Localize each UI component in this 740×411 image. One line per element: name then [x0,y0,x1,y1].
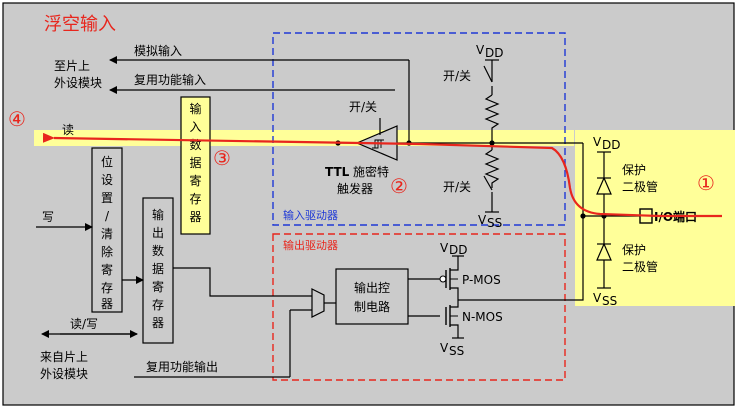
protection-label-bottom-1: 保护 [622,243,646,257]
alt-func-input-line: 复用功能输入 [109,72,395,94]
svg-text:V: V [593,291,602,305]
to-onchip-label-2: 外设模块 [54,76,102,90]
marker-2: ② [390,174,408,198]
to-onchip-label-1: 至片上 [54,59,90,73]
input-driver-box [272,32,566,226]
svg-text:寄: 寄 [101,262,113,277]
svg-text:寄: 寄 [189,173,201,188]
svg-text:DD: DD [602,138,620,152]
protection-label-top-1: 保护 [622,163,646,177]
read-label: 读 [62,123,74,137]
svg-text:P-MOS: P-MOS [462,273,501,287]
svg-text:设: 设 [101,173,113,187]
marker-1: ① [697,171,715,195]
svg-text:输出控: 输出控 [354,280,390,295]
marker-3: ③ [213,146,231,170]
svg-text:数: 数 [152,243,164,258]
input-driver-label: 输入驱动器 [283,208,338,222]
svg-text:DD: DD [485,46,503,60]
svg-text:SS: SS [449,344,464,358]
output-mux [311,288,325,318]
svg-text:/: / [105,209,110,223]
svg-text:复用功能输出: 复用功能输出 [146,359,218,374]
ttl-label: TTL [325,165,350,179]
svg-text:DD: DD [449,243,467,257]
odr-to-mux-line [173,267,312,297]
nmos-transistor: N-MOS [445,300,503,338]
output-control-circuit: 输出控 制电路 [335,268,409,325]
output-driver-box [272,233,566,381]
io-port-highlight [600,206,734,222]
pull-network [483,60,500,212]
analog-input-line: 模拟输入 [109,43,410,143]
switch-top-label: 开/关 [443,69,471,83]
schmitt-label-1: 施密特 [353,164,389,179]
page-title: 浮空输入 [44,14,116,35]
svg-text:V: V [440,241,449,255]
svg-text:清: 清 [101,227,113,241]
red-signal-path [42,132,722,218]
svg-text:存: 存 [189,192,201,206]
node-io [580,213,586,219]
alt-func-output-line: 复用功能输出 [134,309,312,378]
svg-text:入: 入 [189,120,201,134]
output-driver-label: 输出驱动器 [283,238,338,252]
svg-text:位: 位 [101,154,113,169]
read-path-highlight [34,130,574,146]
highlight-regions [34,130,735,306]
vss-bottom-label: V SS [478,211,502,230]
input-data-register: 输 入 数 据 寄 存 器 [180,96,211,235]
svg-text:N-MOS: N-MOS [462,310,503,324]
svg-text:置: 置 [101,191,113,205]
vss-nmos-label: V SS [440,337,464,358]
protection-diodes [596,151,612,289]
svg-text:复用功能输入: 复用功能输入 [134,72,206,87]
svg-text:器: 器 [101,297,113,311]
svg-text:寄: 寄 [152,279,164,294]
vdd-diode-label: V DD [593,135,620,152]
svg-text:V: V [440,341,449,355]
svg-text:除: 除 [101,244,113,259]
svg-text:器: 器 [189,210,201,224]
switch-bottom-label: 开/关 [443,180,471,194]
protection-label-top-2: 二极管 [622,179,658,194]
output-to-io-line [458,216,584,301]
pmos-transistor: P-MOS [439,256,501,300]
marker-4: ④ [8,107,26,131]
from-onchip-label-2: 外设模块 [40,367,88,381]
svg-text:SS: SS [602,294,617,308]
schmitt-label-2: 触发器 [337,181,373,196]
svg-text:输: 输 [152,207,164,222]
svg-text:出: 出 [152,226,164,240]
svg-text:SS: SS [487,216,502,230]
vdd-pmos-label: V DD [440,241,467,257]
vdd-top-label: V DD [476,43,503,61]
svg-text:输: 输 [189,101,201,116]
from-onchip-label-1: 来自片上 [40,350,88,364]
svg-text:写: 写 [42,210,54,224]
svg-text:V: V [476,43,485,57]
output-data-register: 输 出 数 据 寄 存 器 [142,197,174,344]
bit-set-clear-register: 位 设 置 / 清 除 寄 存 器 [91,147,123,313]
svg-text:存: 存 [152,298,164,312]
vss-diode-label: V SS [593,291,617,308]
protection-label-bottom-2: 二极管 [622,259,658,274]
read-write-line: 读/写 [41,317,138,338]
svg-text:开/关: 开/关 [349,100,377,114]
svg-text:模拟输入: 模拟输入 [134,43,182,58]
svg-text:V: V [593,135,602,149]
svg-text:制电路: 制电路 [354,299,390,314]
svg-text:存: 存 [101,281,113,295]
svg-text:读/写: 读/写 [70,317,98,331]
svg-text:据: 据 [152,262,164,276]
write-line: 写 [36,210,93,231]
svg-text:据: 据 [189,156,201,170]
svg-text:器: 器 [152,316,164,330]
svg-text:V: V [478,213,487,227]
